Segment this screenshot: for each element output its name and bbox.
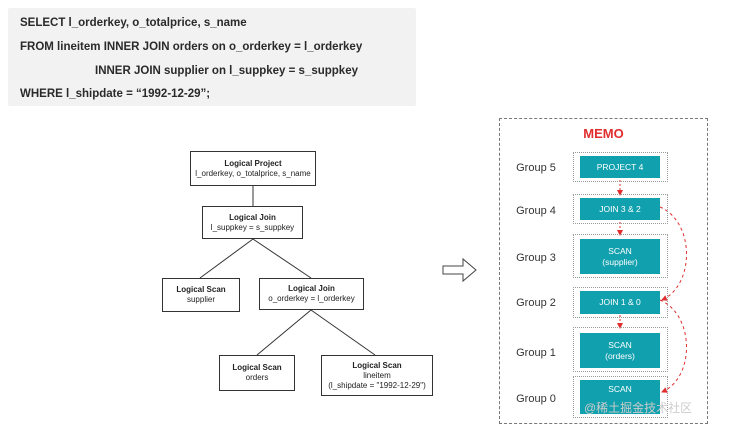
node-logical-project: Logical Project l_orderkey, o_totalprice… bbox=[190, 151, 316, 186]
group-5-box bbox=[573, 152, 668, 182]
node-title: Logical Join bbox=[229, 212, 276, 222]
node-logical-scan-lineitem: Logical Scan lineitem (l_shipdate = "199… bbox=[321, 355, 433, 396]
group-0-box bbox=[573, 376, 668, 418]
group-3-box bbox=[573, 234, 668, 278]
node-title: Logical Scan bbox=[176, 285, 226, 294]
group-label: Group 4 bbox=[516, 205, 556, 217]
group-label: Group 0 bbox=[516, 393, 556, 405]
node-detail: l_orderkey, o_totalprice, s_name bbox=[195, 168, 311, 178]
group-2-box bbox=[573, 287, 668, 318]
node-title: Logical Project bbox=[224, 158, 282, 168]
watermark: @稀土掘金技术社区 bbox=[584, 401, 693, 415]
edge-join-join bbox=[252, 238, 312, 279]
op-line1: PROJECT 4 bbox=[596, 161, 644, 172]
node-detail: l_suppkey = s_suppkey bbox=[210, 222, 295, 232]
sql-select-line: SELECT l_orderkey, o_totalprice, s_name bbox=[20, 17, 247, 29]
group-label: Group 3 bbox=[516, 252, 556, 264]
op-line2: (orders) bbox=[605, 350, 635, 361]
node-filter: (l_shipdate = "1992-12-29") bbox=[328, 380, 426, 390]
memo-op-scan-lineitem: SCAN bbox=[580, 380, 660, 414]
node-detail: orders bbox=[245, 373, 269, 382]
group-4-box bbox=[573, 194, 668, 224]
memo-panel bbox=[499, 118, 708, 424]
edge-join-orders bbox=[256, 309, 312, 356]
group-1-box bbox=[573, 327, 668, 372]
op-line1: JOIN 1 & 0 bbox=[599, 297, 641, 307]
memo-title: MEMO bbox=[583, 126, 624, 141]
sql-where-line: WHERE l_shipdate = “1992-12-29”; bbox=[20, 88, 211, 100]
node-logical-join-bottom: Logical Join o_orderkey = l_orderkey bbox=[259, 278, 364, 310]
group-label: Group 1 bbox=[516, 347, 556, 359]
transform-arrow-icon bbox=[442, 257, 477, 283]
node-title: Logical Scan bbox=[352, 360, 402, 370]
memo-op-project: PROJECT 4 bbox=[580, 156, 660, 178]
edge-join-supplier bbox=[199, 238, 254, 279]
op-line1: SCAN bbox=[608, 384, 632, 394]
op-line1: SCAN bbox=[608, 245, 632, 256]
arrow-g2-g0 bbox=[659, 299, 687, 393]
memo-op-join-3-2: JOIN 3 & 2 bbox=[580, 198, 660, 220]
group-label: Group 5 bbox=[516, 162, 556, 174]
node-title: Logical Scan bbox=[232, 363, 282, 372]
node-logical-scan-orders: Logical Scan orders bbox=[219, 355, 295, 391]
op-line2: (supplier) bbox=[602, 256, 638, 267]
edge-join-lineitem bbox=[310, 309, 376, 356]
sql-from-line: FROM lineitem INNER JOIN orders on o_ord… bbox=[20, 41, 363, 53]
op-line1: SCAN bbox=[608, 339, 632, 350]
node-logical-join-top: Logical Join l_suppkey = s_suppkey bbox=[202, 206, 303, 239]
node-detail: o_orderkey = l_orderkey bbox=[268, 294, 355, 303]
memo-op-join-1-0: JOIN 1 & 0 bbox=[580, 291, 660, 314]
sql-join-line: INNER JOIN supplier on l_suppkey = s_sup… bbox=[95, 65, 358, 77]
op-line1: JOIN 3 & 2 bbox=[599, 203, 641, 214]
group-label: Group 2 bbox=[516, 297, 556, 309]
sql-query-panel: SELECT l_orderkey, o_totalprice, s_name … bbox=[8, 8, 416, 106]
memo-op-scan-supplier: SCAN (supplier) bbox=[580, 239, 660, 274]
node-detail: lineitem bbox=[363, 370, 391, 380]
node-title: Logical Join bbox=[288, 284, 335, 293]
arrow-g4-g2 bbox=[659, 206, 687, 301]
node-detail: supplier bbox=[186, 295, 215, 304]
node-logical-scan-supplier: Logical Scan supplier bbox=[162, 278, 240, 312]
memo-op-scan-orders: SCAN (orders) bbox=[580, 333, 660, 368]
